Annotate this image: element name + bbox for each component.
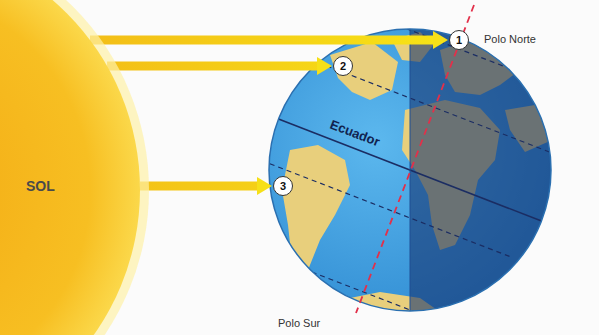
tropic-line: [270, 164, 510, 257]
callout-number: 3: [280, 181, 286, 192]
earth-axis: [356, 5, 474, 313]
sun-ray-arrow: [107, 62, 317, 71]
night-side: [410, 20, 560, 320]
pole-label: Polo Sur: [278, 317, 320, 329]
south-america: [282, 145, 350, 285]
callout-circle: 3: [273, 176, 293, 196]
sun-ray-arrow: [90, 36, 433, 45]
north-america: [330, 42, 398, 100]
sun-glow: [0, 0, 149, 335]
polar-circle-line: [312, 272, 415, 312]
callout-number: 1: [456, 35, 462, 46]
sun-shape: SOL: [0, 0, 140, 335]
pole-label: Polo Norte: [484, 33, 536, 45]
sun-label: SOL: [26, 178, 55, 194]
sun-disk: [0, 0, 140, 335]
callout-number: 2: [340, 61, 346, 72]
callout-circle: 2: [333, 56, 353, 76]
sun-ray-arrow: [140, 182, 257, 191]
equator-label: Ecuador: [328, 117, 382, 150]
globe-outline: [269, 29, 551, 311]
sun-body: [0, 0, 140, 335]
terminator-line: [410, 29, 411, 311]
callout-circle: 1: [449, 30, 469, 50]
